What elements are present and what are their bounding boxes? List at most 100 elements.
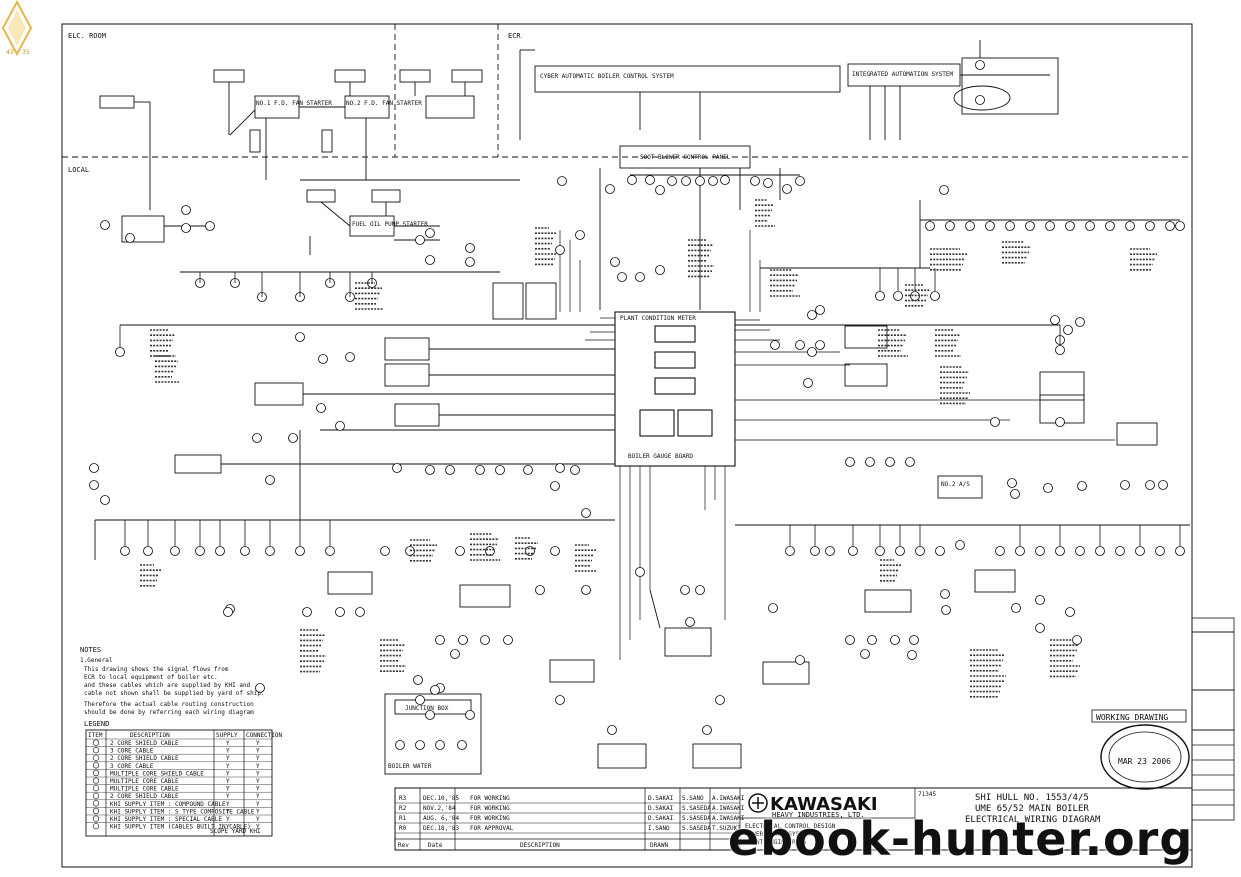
board-ia-controller: NO.2 A/S [941, 481, 970, 488]
board-boiler-water: BOILER WATER [388, 763, 432, 770]
hull-no: SHI HULL NO. 1553/4/5 [975, 793, 1089, 803]
instrument-circle [1077, 481, 1087, 491]
instrument-circle [848, 546, 858, 556]
instrument-circle [89, 480, 99, 490]
instrument-circle [940, 589, 950, 599]
rev-b: S.SASEDA [682, 825, 711, 832]
instrument-circle [205, 221, 215, 231]
legend-item-icon [92, 785, 100, 792]
instrument-circle [795, 655, 805, 665]
instrument-circle [525, 546, 535, 556]
instrument-circle [1075, 317, 1085, 327]
legend-row-conn: Y [256, 763, 260, 770]
rev-a: D.SAKAI [648, 805, 674, 812]
instrument-circle [570, 465, 580, 475]
instrument-circle [465, 243, 475, 253]
instrument-circle [635, 567, 645, 577]
notes-line-6: should be done by referring each wiring … [84, 709, 254, 716]
tb-rev-h: Rev [398, 842, 409, 849]
legend-row-desc: KHI SUPPLY ITEM : S TYPE COMPOSITE CABLE [110, 808, 255, 815]
right-boards [664, 325, 1158, 685]
instrument-circle [295, 332, 305, 342]
instrument-circle [825, 546, 835, 556]
legend-row-conn: Y [256, 786, 260, 793]
rev-date: DEC.10,'85 [423, 795, 460, 802]
instrument-circle [1155, 546, 1165, 556]
instrument-circle [810, 546, 820, 556]
rev-desc: FOR WORKING [470, 815, 510, 822]
legend-item-icon [92, 747, 100, 754]
instrument-circle [503, 635, 513, 645]
instrument-circle [265, 546, 275, 556]
legend-row-conn: Y [256, 778, 260, 785]
instrument-circle [581, 508, 591, 518]
instrument-circle [345, 352, 355, 362]
approval-stamp: MAR 23 2006 [1100, 724, 1190, 790]
legend-row-supply: Y [226, 763, 230, 770]
board-no2-fan: NO.2 F.D. FAN STARTER [346, 100, 422, 107]
instrument-circle [1105, 221, 1115, 231]
rev-b: S.SANO [682, 795, 704, 802]
lower-left-boards [327, 571, 742, 775]
instrument-circle [815, 305, 825, 315]
legend-row-desc: 2 CORE SHIELD CABLE [110, 740, 179, 747]
rev-rev: R3 [399, 795, 407, 802]
instrument-circle [655, 185, 665, 195]
instrument-circle [1085, 221, 1095, 231]
zone-separators [62, 24, 1192, 158]
instrument-circle [335, 421, 345, 431]
instrument-circle [617, 272, 627, 282]
legend-title: LEGEND [84, 720, 109, 728]
instrument-circle [415, 740, 425, 750]
legend-row-conn: Y [256, 740, 260, 747]
instrument-circle [581, 585, 591, 595]
instrument-circle [415, 695, 425, 705]
legend-row-supply: Y [226, 740, 230, 747]
legend-item-icon [92, 792, 100, 799]
instrument-circle [930, 291, 940, 301]
instrument-circle [143, 546, 153, 556]
instrument-circle [1035, 546, 1045, 556]
instrument-circle [392, 463, 402, 473]
tag-labels [140, 199, 1157, 698]
tb-desc-h: DESCRIPTION [520, 842, 560, 849]
scale: 71345 [918, 791, 936, 798]
instrument-circle [720, 175, 730, 185]
instrument-circle [750, 176, 760, 186]
instrument-circle [430, 685, 440, 695]
instrument-circle [695, 585, 705, 595]
working-drawing-text: WORKING DRAWING [1096, 713, 1168, 722]
legend-row-desc: MULTIPLE CORE CABLE [110, 778, 179, 785]
dept-2: POWER PLANT SYSTEMS [745, 831, 814, 838]
board-junction: JUNCTION BOX [405, 705, 449, 712]
instrument-circle [425, 465, 435, 475]
instrument-circle [1025, 221, 1035, 231]
right-margin-blocks [1191, 617, 1235, 821]
working-drawing-stamp [1091, 709, 1187, 723]
watermark: ebook-hunter.org [728, 812, 1194, 866]
instrument-circle [845, 635, 855, 645]
legend-item-icon [92, 769, 100, 777]
instrument-circles [89, 60, 1185, 750]
legend-item-icon [92, 777, 100, 784]
instrument-circle [955, 540, 965, 550]
instrument-circle [415, 235, 425, 245]
instrument-circle [1095, 546, 1105, 556]
legend-row-conn: Y [256, 816, 260, 823]
notes-line-1: This drawing shows the signal flows from [84, 666, 229, 673]
publisher-badge-icon: 43 35 [1, 0, 33, 57]
instrument-circle [458, 635, 468, 645]
legend-row-supply: Y [226, 748, 230, 755]
instrument-circle [445, 465, 455, 475]
instrument-circle [1035, 595, 1045, 605]
instrument-circle [170, 546, 180, 556]
instrument-circle [768, 603, 778, 613]
instrument-circle [125, 233, 135, 243]
instrument-circle [795, 340, 805, 350]
burner-panels [174, 282, 615, 474]
instrument-circle [875, 291, 885, 301]
legend-row-supply: Y [226, 770, 230, 777]
instrument-circle [1145, 221, 1155, 231]
instrument-circle [295, 546, 305, 556]
